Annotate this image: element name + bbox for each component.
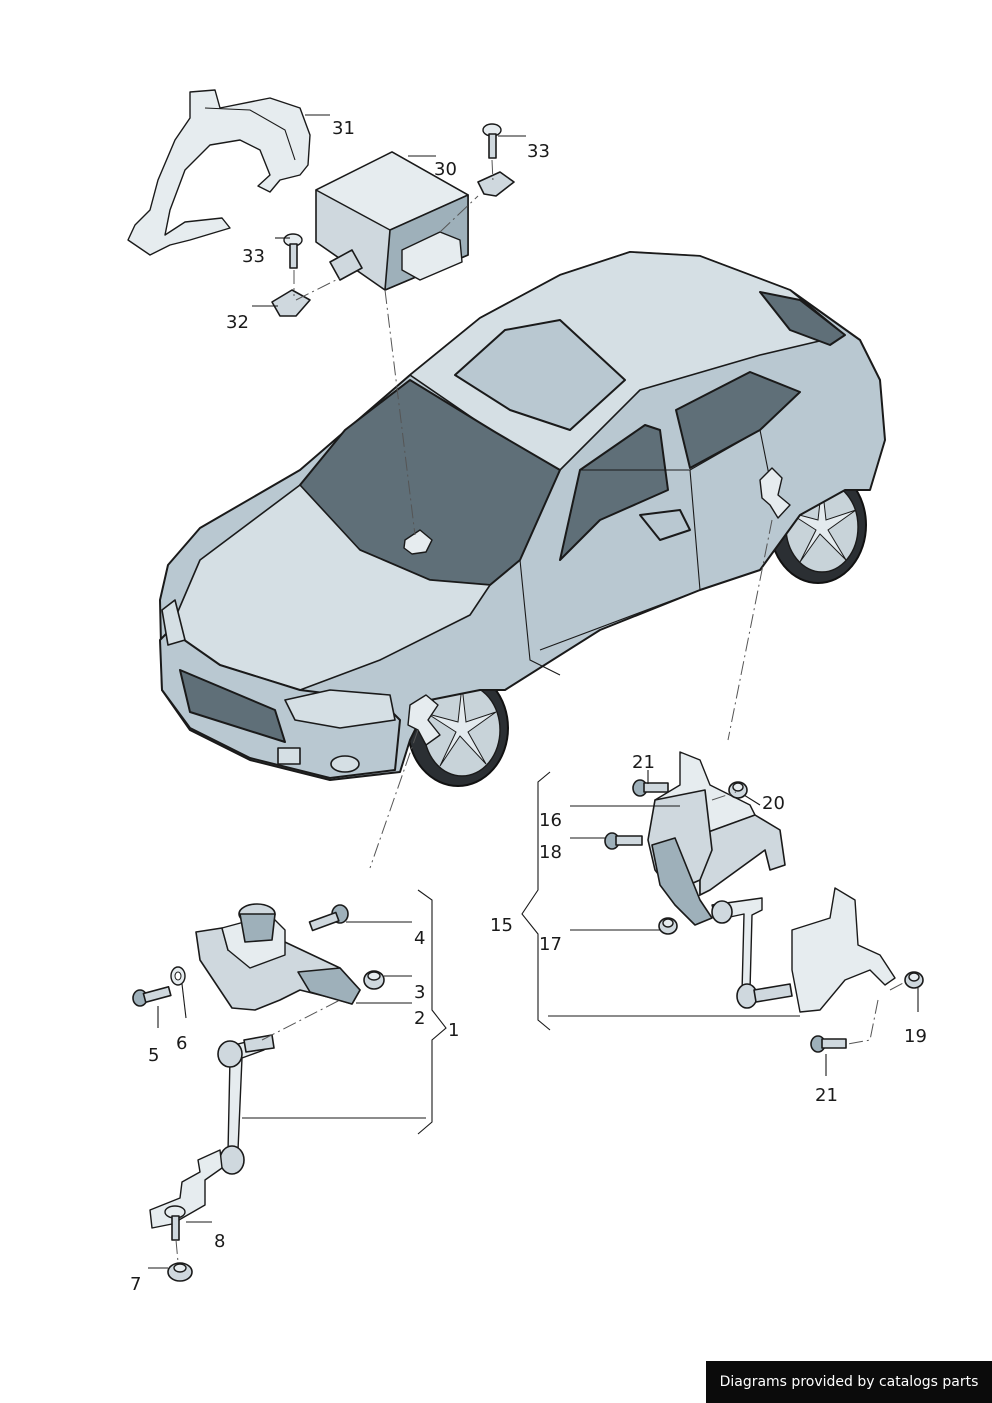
nut-20 [728,781,748,799]
callout-30: 30 [434,159,457,180]
screw-33-left [283,233,303,269]
footer-credit-banner: Diagrams provided by catalogs parts [706,1361,992,1403]
bolt-5 [132,985,172,1007]
bolt-21-bottom [810,1035,847,1053]
car-illustration [159,251,886,787]
callout-33-left: 33 [242,246,265,267]
bolt-21-top [632,779,669,797]
callout-31: 31 [332,118,355,139]
callout-8: 8 [214,1231,225,1252]
callout-19: 19 [904,1026,927,1047]
callout-16: 16 [539,810,562,831]
callout-3: 3 [414,982,425,1003]
callout-2: 2 [414,1008,425,1029]
callout-21-top: 21 [632,752,655,773]
callout-4: 4 [414,928,425,949]
callout-21-bottom: 21 [815,1085,838,1106]
callout-17: 17 [539,934,562,955]
bracket-8 [149,1149,223,1229]
bracket-31 [127,89,311,256]
nut-7 [167,1262,193,1282]
nut-17 [658,917,678,935]
callout-32: 32 [226,312,249,333]
bolt-18 [604,832,643,850]
callout-6: 6 [176,1033,187,1054]
callout-33-top: 33 [527,141,550,162]
nut-19 [904,971,924,989]
front-sensor-mount-marker [407,694,441,746]
callout-20: 20 [762,793,785,814]
callout-18: 18 [539,842,562,863]
callout-5: 5 [148,1045,159,1066]
bracket-lower-rear [791,887,896,1013]
rear-sensor-mount-marker [759,467,791,519]
callout-1: 1 [448,1020,459,1041]
callout-15: 15 [490,915,513,936]
front-level-sensor-group [132,729,447,1282]
screw-8 [164,1205,186,1241]
rear-level-sensor-group [521,519,924,1076]
callout-7: 7 [130,1274,141,1295]
screw-33-top [482,123,502,159]
control-unit-group [127,89,526,536]
bolt-4 [308,904,349,932]
washer-6 [170,966,186,986]
nut-3 [363,970,385,990]
clip-32 [271,289,311,317]
windshield-marker-hexagon [403,529,433,555]
